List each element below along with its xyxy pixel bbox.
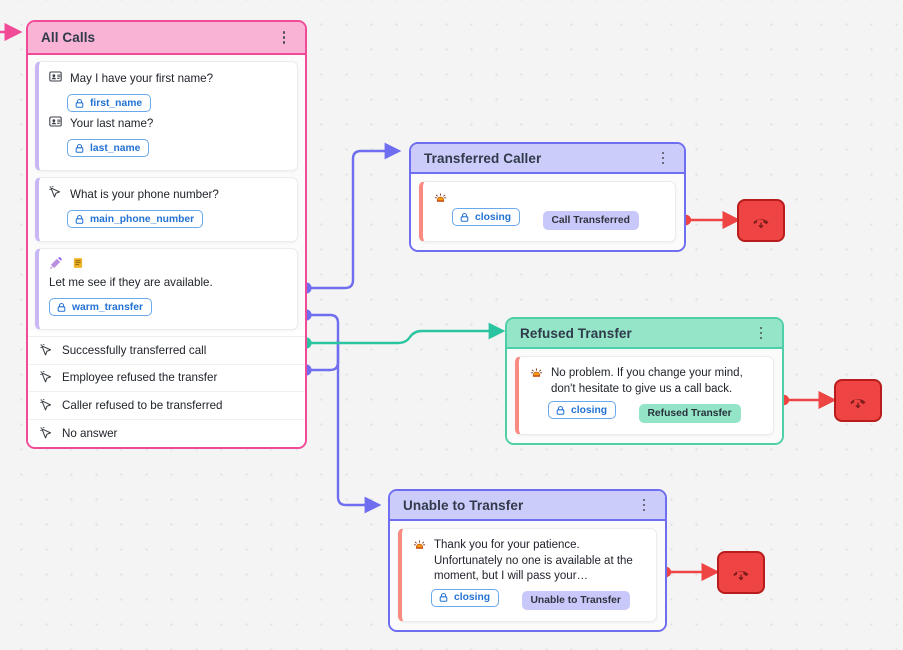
step-line: Your last name? <box>49 115 287 131</box>
cursor-click-icon <box>40 398 53 412</box>
node-unable-to-transfer[interactable]: Unable to Transfer Thank you for your pa… <box>388 489 667 632</box>
end-call-refused[interactable] <box>834 379 882 422</box>
node-unable-to-transfer-body: Thank you for your patience. Unfortunate… <box>390 521 665 630</box>
lock-icon <box>56 302 67 313</box>
status-tag[interactable]: Call Transferred <box>542 210 639 230</box>
node-unable-to-transfer-header[interactable]: Unable to Transfer <box>390 491 665 521</box>
lock-icon <box>74 143 85 154</box>
kebab-menu-icon[interactable] <box>636 495 652 515</box>
message-row: Thank you for your patience. Unfortunate… <box>413 538 645 585</box>
step-text: What is your phone number? <box>70 188 219 201</box>
kebab-menu-icon[interactable] <box>753 323 769 343</box>
node-all-calls[interactable]: All Calls May I have your first name? fi… <box>26 20 307 449</box>
variable-pill-label: first_name <box>90 97 143 109</box>
outcome-item-success[interactable]: Successfully transferred call <box>28 337 305 365</box>
message-block[interactable]: closing Call Transferred <box>419 181 676 242</box>
alarm-bell-icon <box>530 366 543 379</box>
variable-pill-last-name[interactable]: last_name <box>67 139 150 157</box>
message-block[interactable]: No problem. If you change your mind, don… <box>515 356 774 435</box>
lock-icon <box>555 405 566 416</box>
step-icon-row <box>49 257 287 270</box>
cursor-click-icon <box>40 371 53 384</box>
outcome-label: Caller refused to be transferred <box>62 398 223 412</box>
outcome-item-caller-refused[interactable]: Caller refused to be transferred <box>28 392 305 420</box>
outcome-label: Successfully transferred call <box>62 343 207 357</box>
alarm-bell-icon <box>413 538 426 551</box>
message-text: No problem. If you change your mind, don… <box>551 367 743 395</box>
node-unable-to-transfer-title: Unable to Transfer <box>403 497 524 513</box>
variable-pill-main-phone-number[interactable]: main_phone_number <box>67 210 204 228</box>
node-transferred-caller-header[interactable]: Transferred Caller <box>411 144 684 174</box>
node-all-calls-header[interactable]: All Calls <box>28 22 305 55</box>
contact-card-icon <box>49 115 62 128</box>
variable-pill-label: warm_transfer <box>72 301 143 313</box>
step-text: May I have your first name? <box>70 72 214 85</box>
step-text: Let me see if they are available. <box>49 276 213 289</box>
variable-pill-label: closing <box>571 404 608 416</box>
cursor-click-icon <box>49 186 62 199</box>
note-icon <box>72 257 84 269</box>
variable-pill-closing[interactable]: closing <box>548 401 617 419</box>
variable-pill-closing[interactable]: closing <box>431 588 500 607</box>
outcome-label: No answer <box>62 426 118 440</box>
status-tag[interactable]: Unable to Transfer <box>521 591 630 610</box>
lock-icon <box>74 98 85 109</box>
hangup-phone-icon <box>730 562 752 584</box>
node-all-calls-body: May I have your first name? first_name Y… <box>28 55 305 330</box>
node-refused-transfer-header[interactable]: Refused Transfer <box>507 319 782 349</box>
kebab-menu-icon[interactable] <box>655 148 671 168</box>
end-call-unable[interactable] <box>717 551 765 594</box>
hangup-phone-icon <box>750 210 772 232</box>
lock-icon <box>74 214 85 225</box>
variable-pill-label: closing <box>475 211 512 223</box>
kebab-menu-icon[interactable] <box>276 28 292 48</box>
variable-pill-first-name[interactable]: first_name <box>67 94 152 112</box>
step-text: Your last name? <box>70 117 154 130</box>
contact-card-icon <box>49 70 62 83</box>
step-block-names[interactable]: May I have your first name? first_name Y… <box>35 61 298 171</box>
node-refused-transfer-body: No problem. If you change your mind, don… <box>507 349 782 443</box>
outcome-label: Employee refused the transfer <box>62 371 218 385</box>
hangup-phone-icon <box>847 390 869 412</box>
lock-icon <box>459 212 470 223</box>
node-refused-transfer-title: Refused Transfer <box>520 325 632 341</box>
variable-pill-closing[interactable]: closing <box>452 208 521 226</box>
step-line: May I have your first name? <box>49 70 287 86</box>
variable-pill-warm-transfer[interactable]: warm_transfer <box>49 298 152 316</box>
node-transferred-caller-body: closing Call Transferred <box>411 174 684 250</box>
variable-pill-label: last_name <box>90 142 141 154</box>
step-block-warm-transfer[interactable]: Let me see if they are available. warm_t… <box>35 248 298 330</box>
message-block[interactable]: Thank you for your patience. Unfortunate… <box>398 528 657 622</box>
end-call-transferred[interactable] <box>737 199 785 242</box>
node-all-calls-title: All Calls <box>41 30 96 45</box>
message-row <box>434 191 664 204</box>
message-row: No problem. If you change your mind, don… <box>530 366 762 397</box>
cursor-click-icon <box>40 343 53 357</box>
cursor-click-icon <box>40 426 53 440</box>
step-line: What is your phone number? <box>49 186 287 202</box>
status-tag[interactable]: Refused Transfer <box>638 403 741 423</box>
lock-icon <box>438 592 449 603</box>
variable-pill-label: main_phone_number <box>90 213 195 225</box>
node-transferred-caller-title: Transferred Caller <box>424 150 542 166</box>
step-line: Let me see if they are available. <box>49 274 287 290</box>
message-text: Thank you for your patience. Unfortunate… <box>434 539 633 582</box>
outcome-item-employee-refused[interactable]: Employee refused the transfer <box>28 365 305 392</box>
alarm-bell-icon <box>434 191 447 204</box>
node-refused-transfer[interactable]: Refused Transfer No problem. If you chan… <box>505 317 784 445</box>
step-block-phone[interactable]: What is your phone number? main_phone_nu… <box>35 177 298 242</box>
variable-pill-label: closing <box>454 592 491 603</box>
outcome-item-no-answer[interactable]: No answer <box>28 420 305 448</box>
outcome-list: Successfully transferred call Employee r… <box>28 336 305 447</box>
node-transferred-caller[interactable]: Transferred Caller closing Call Transfer… <box>409 142 686 252</box>
magic-wand-icon <box>49 257 62 270</box>
